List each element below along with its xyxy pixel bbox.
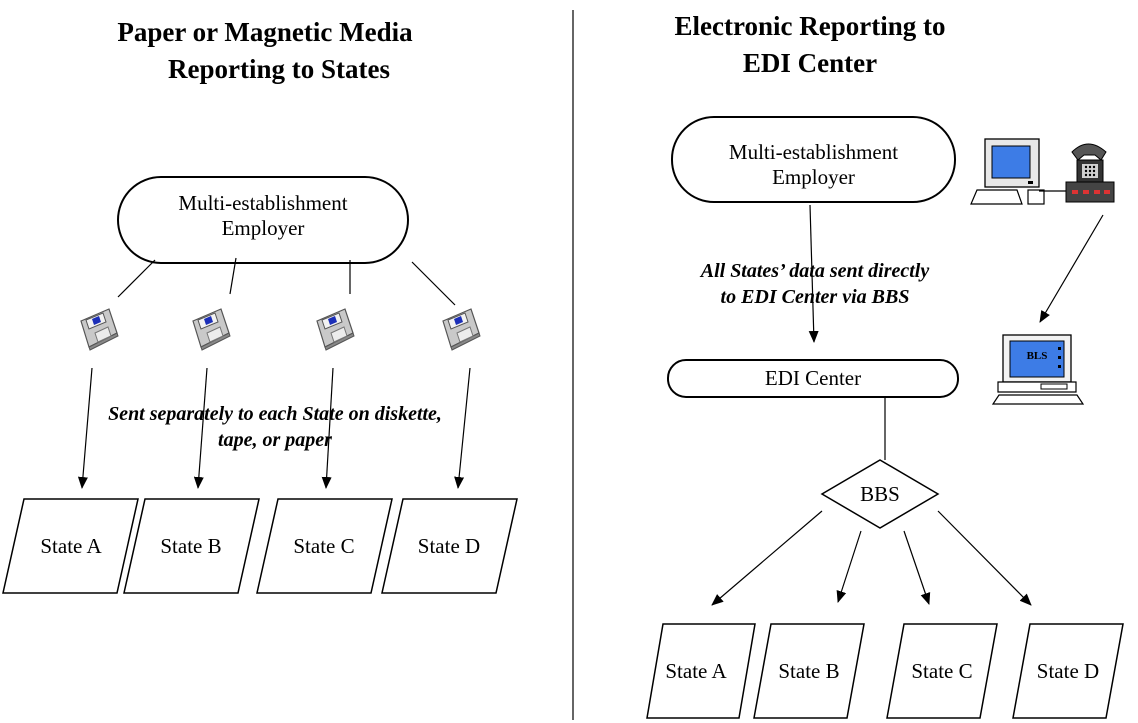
bbs-label: BBS: [860, 482, 900, 506]
edi-center-label: EDI Center: [764, 366, 862, 390]
diskette-icon: [316, 308, 355, 351]
left-heading: Paper or Magnetic Media Reporting to Sta…: [40, 14, 490, 88]
left-employer-terminator: [117, 176, 409, 264]
right-note-line1: All States’ data sent directly: [700, 260, 930, 282]
bbs-arrow-state-a: [711, 510, 823, 606]
bls-computer-icon: [991, 334, 1085, 405]
right-employer-label: Multi-establishment Employer: [672, 140, 955, 190]
right-state-c-box: [886, 623, 998, 719]
left-arrow-state-a: [77, 367, 93, 489]
telephone-icon: [1065, 143, 1115, 203]
left-arrow-state-c: [321, 367, 334, 489]
left-employer-line2: Employer: [221, 216, 305, 240]
left-state-d-box: [381, 498, 518, 594]
right-state-c-label: State C: [911, 659, 973, 683]
right-employer-line1: Multi-establishment: [728, 140, 899, 164]
left-note: Sent separately to each State on diskett…: [20, 401, 530, 453]
bbs-arrow-state-b: [836, 530, 862, 603]
right-note-line2: to EDI Center via BBS: [720, 286, 910, 308]
left-employer-line1: Multi-establishment: [178, 191, 348, 215]
bbs-arrow-state-d: [937, 510, 1032, 606]
left-note-line1: Sent separately to each State on diskett…: [108, 403, 442, 425]
diskette-icon: [80, 308, 119, 351]
left-state-c-label: State C: [293, 534, 355, 558]
right-state-d-label: State D: [1036, 659, 1100, 683]
left-state-c-box: [256, 498, 393, 594]
right-heading-line1: Electronic Reporting to: [674, 11, 946, 41]
right-state-a-label: State A: [665, 659, 727, 683]
left-arrow-state-b: [193, 367, 208, 489]
right-note: All States’ data sent directly to EDI Ce…: [645, 258, 985, 310]
right-heading-line2: EDI Center: [742, 48, 878, 78]
right-state-a-box: [646, 623, 756, 719]
diskette-icon: [192, 308, 231, 351]
bls-monitor-label: BLS: [1026, 350, 1048, 362]
left-state-d-label: State D: [417, 534, 481, 558]
bbs-arrow-state-c: [903, 530, 931, 605]
right-state-d-box: [1012, 623, 1124, 719]
right-heading: Electronic Reporting to EDI Center: [610, 8, 1010, 82]
phone-to-bls-arrow: [1039, 214, 1104, 323]
left-heading-line2: Reporting to States: [168, 54, 390, 84]
right-state-b-box: [753, 623, 865, 719]
left-line-1: [117, 259, 156, 298]
edi-center-terminator: [667, 359, 959, 398]
right-employer-terminator: [671, 116, 956, 203]
left-line-4: [411, 261, 456, 306]
right-employer-line2: Employer: [772, 165, 855, 189]
left-line-2: [229, 257, 237, 295]
left-heading-line1: Paper or Magnetic Media: [117, 17, 413, 47]
left-state-b-box: [123, 498, 260, 594]
left-state-a-box: [2, 498, 139, 594]
employer-to-edi-arrow: [808, 204, 819, 343]
left-note-line2: tape, or paper: [218, 429, 332, 451]
left-state-a-label: State A: [40, 534, 102, 558]
diskette-icon: [442, 308, 481, 351]
right-state-b-label: State B: [778, 659, 840, 683]
left-employer-label: Multi-establishment Employer: [118, 191, 408, 241]
bbs-diamond: [820, 459, 940, 529]
left-state-b-label: State B: [160, 534, 222, 558]
left-arrow-state-d: [454, 367, 471, 489]
